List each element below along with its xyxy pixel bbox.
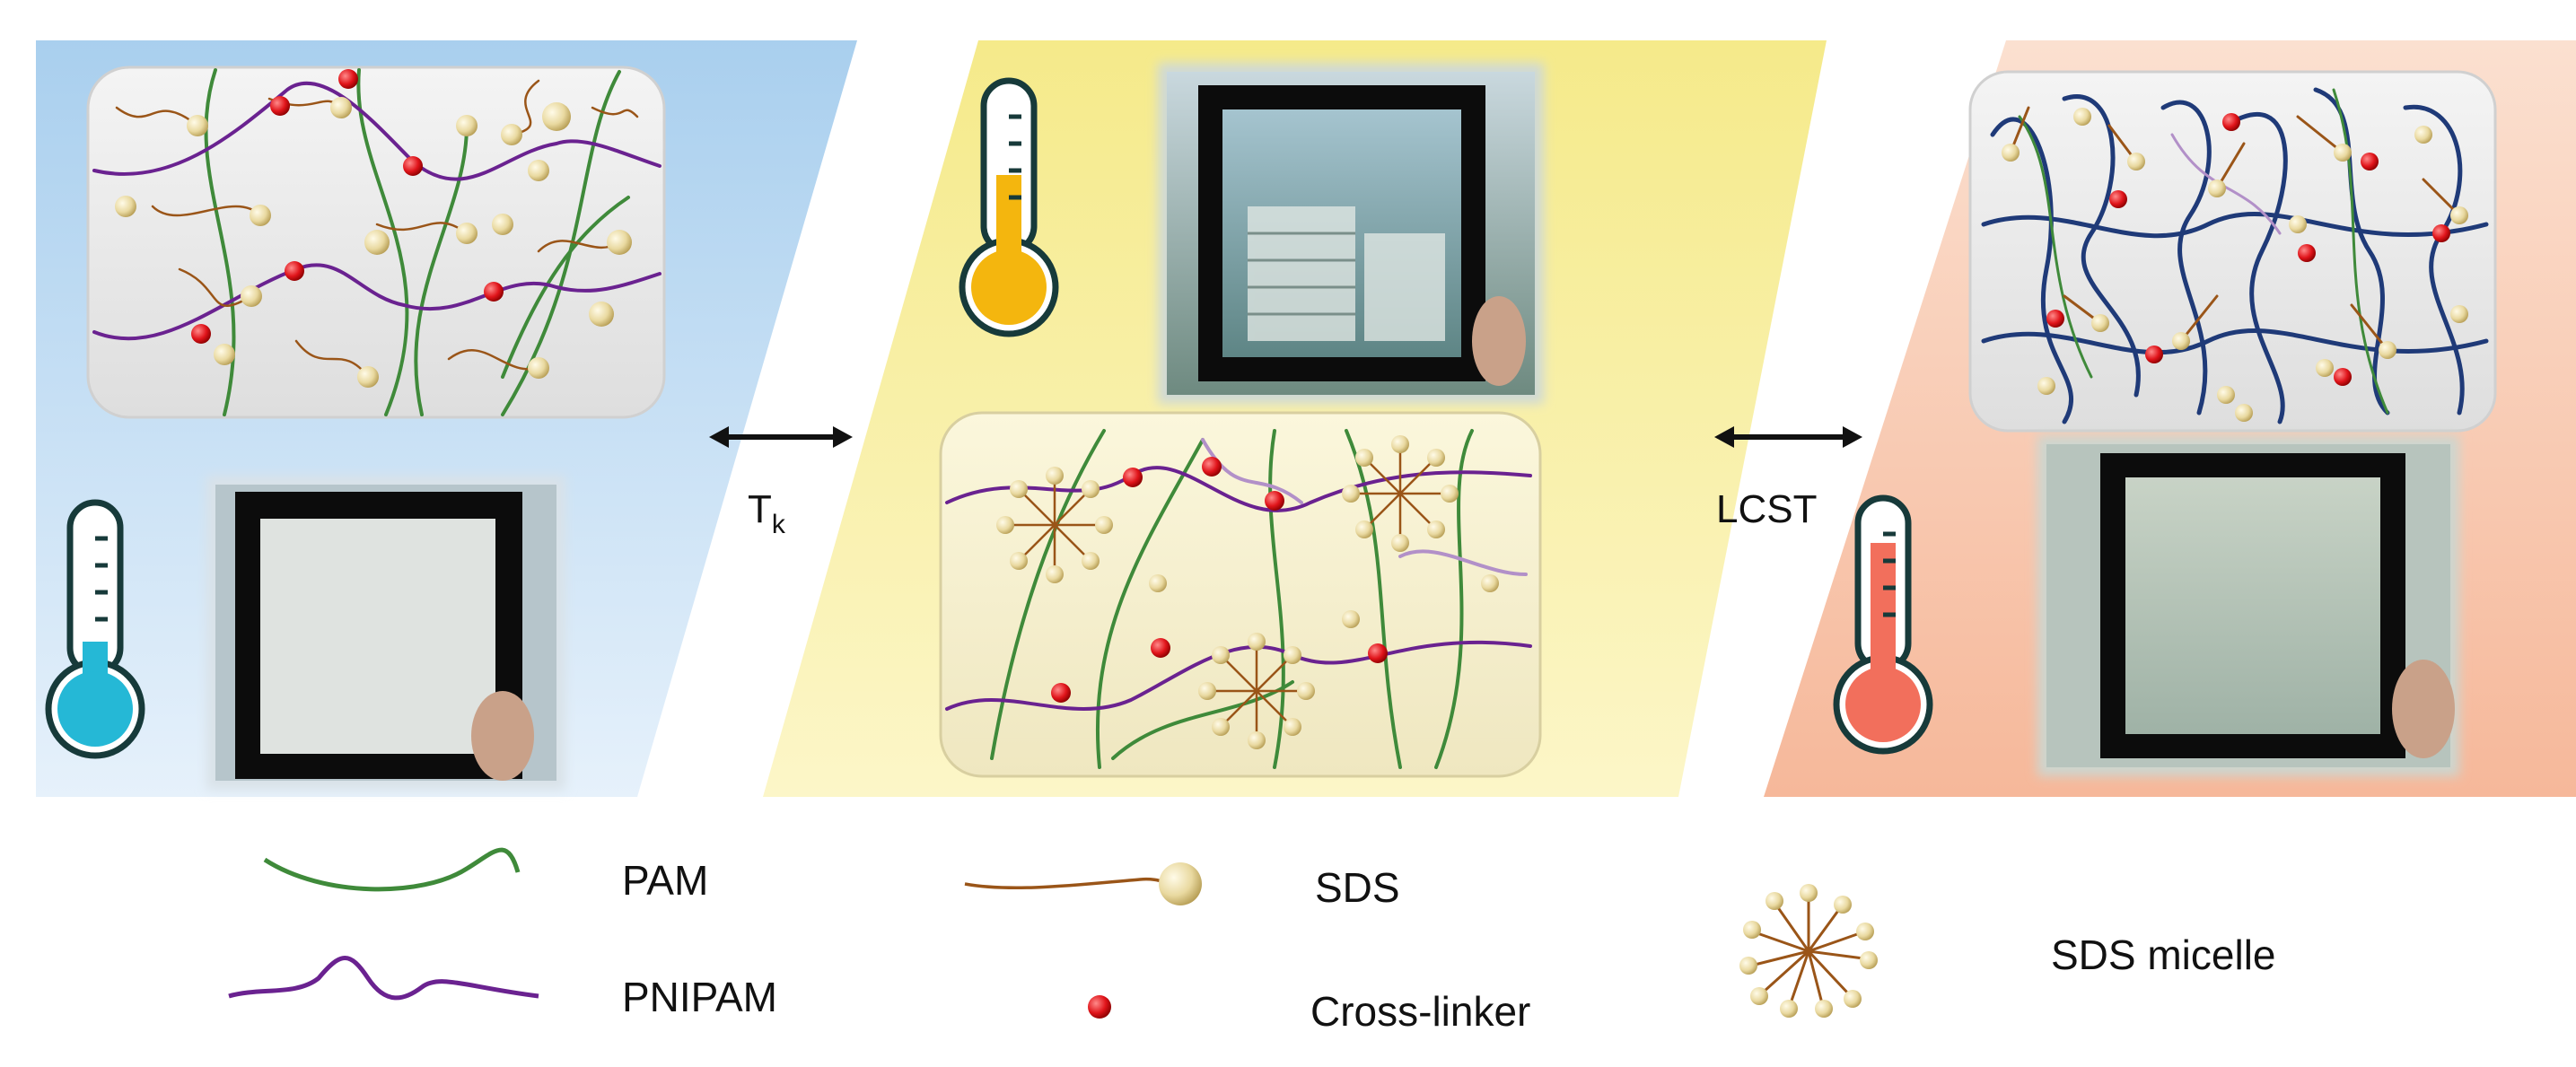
network-box-cold <box>86 66 666 419</box>
arrow-label-lcst: LCST <box>1716 487 1817 531</box>
legend-label-crosslinker: Cross-linker <box>1310 988 1530 1035</box>
legend-item-crosslinker: Cross-linker <box>1088 988 1530 1035</box>
photo-film-opaque <box>206 476 565 790</box>
transition-arrow-lcst <box>1714 426 1862 448</box>
legend-label-pam: PAM <box>622 857 708 904</box>
arrow-label-tk: Tk <box>748 487 786 539</box>
photo-film-transparent <box>1158 63 1544 404</box>
legend-item-pam: PAM <box>263 847 708 904</box>
legend-label-micelle: SDS micelle <box>2051 931 2276 978</box>
legend-item-pnipam: PNIPAM <box>228 956 777 1020</box>
thermometer-mid-icon <box>959 77 1059 337</box>
sds-head-swatch <box>1159 862 1202 905</box>
legend-item-sds: SDS <box>964 862 1400 911</box>
pam-chain-swatch <box>263 847 521 892</box>
transition-arrow-tk <box>709 426 853 448</box>
crosslinker-swatch <box>1088 995 1111 1019</box>
network-box-hot <box>1968 70 2497 433</box>
legend-item-micelle: SDS micelle <box>1739 884 2276 1018</box>
pnipam-chain-swatch <box>228 956 539 1001</box>
legend-label-sds: SDS <box>1315 864 1400 911</box>
thermometer-hot-icon <box>1833 494 1933 755</box>
photo-film-translucent <box>2037 435 2459 776</box>
micelle-swatch <box>1754 897 1864 1004</box>
thermometer-cold-icon <box>45 499 145 759</box>
legend: PAM PNIPAM SDS Cross-linker SDS mic <box>228 847 2276 1035</box>
micelle-cluster <box>1005 444 1450 740</box>
network-box-mid <box>939 411 1542 778</box>
sds-tail-swatch <box>964 877 1177 890</box>
legend-label-pnipam: PNIPAM <box>622 974 777 1020</box>
